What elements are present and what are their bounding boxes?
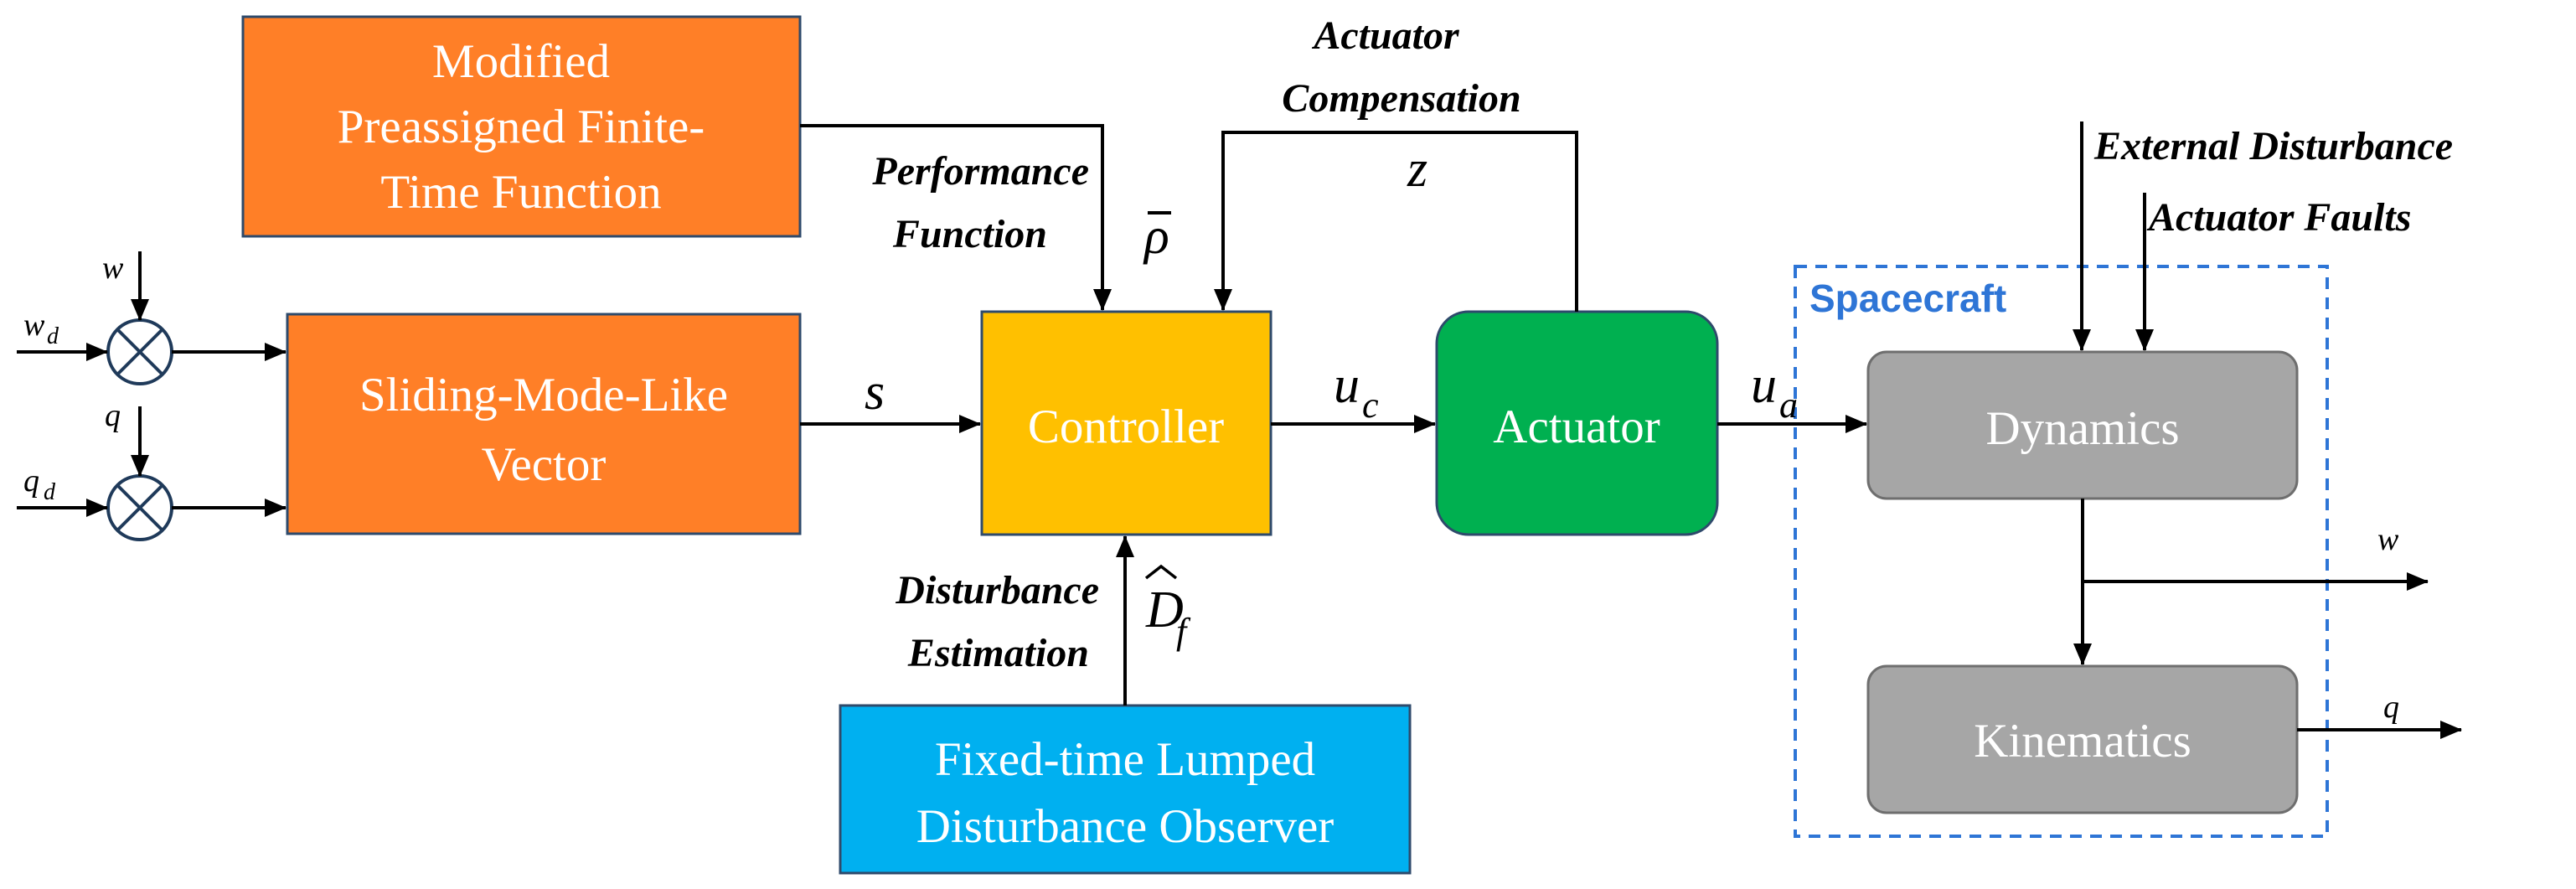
observer-line-2: Disturbance Observer <box>916 800 1334 853</box>
observer-block: Fixed-time Lumped Disturbance Observer <box>839 704 1412 875</box>
arrowhead-icon <box>800 124 1112 311</box>
s-symbol: s <box>865 364 885 421</box>
modified-pff-line-2: Preassigned Finite- <box>338 101 705 153</box>
svg-text:d: d <box>47 323 59 349</box>
z-symbol: z <box>1407 141 1427 198</box>
uc-symbol: u c <box>1334 357 1379 426</box>
disturbance-estimation-label-2: Estimation <box>907 631 1089 675</box>
spacecraft-label: Spacecraft <box>1809 277 2006 320</box>
svg-text:a: a <box>1779 385 1798 426</box>
svg-text:q: q <box>23 463 39 499</box>
modified-pff-line-1: Modified <box>432 35 610 88</box>
svg-text:u: u <box>1751 357 1777 414</box>
controller-label: Controller <box>1028 401 1224 453</box>
actuator-label: Actuator <box>1493 401 1660 453</box>
actuator-faults-label: Actuator Faults <box>2146 195 2411 240</box>
actuator-block: Actuator <box>1435 310 1719 536</box>
svg-text:c: c <box>1362 385 1379 426</box>
arrowhead-icon <box>1214 131 1578 312</box>
performance-function-label-1: Performance <box>871 149 1089 194</box>
dynamics-label: Dynamics <box>1985 402 2179 455</box>
circle-cross-icon <box>106 318 173 385</box>
kinematics-label: Kinematics <box>1974 715 2191 768</box>
controller-block: Controller <box>980 310 1273 536</box>
sliding-vector-line-1: Sliding-Mode-Like <box>359 369 728 421</box>
modified-pff-block: Modified Preassigned Finite- Time Functi… <box>241 15 802 238</box>
actuator-compensation-label-2: Compensation <box>1282 76 1520 121</box>
svg-text:d: d <box>44 479 56 505</box>
circle-cross-icon <box>106 474 173 541</box>
actuator-compensation-label-1: Actuator <box>1311 13 1460 58</box>
svg-text:D: D <box>1145 581 1184 638</box>
wd-symbol: w d <box>23 308 59 349</box>
w-output-symbol: w <box>2377 522 2399 557</box>
qd-symbol: q d <box>23 463 56 505</box>
d-hat-symbol: D f <box>1144 564 1191 652</box>
modified-pff-line-3: Time Function <box>380 166 661 219</box>
svg-text:f: f <box>1176 611 1191 652</box>
ua-symbol: u a <box>1751 357 1798 426</box>
external-disturbance-label: External Disturbance <box>2093 124 2453 168</box>
rho-symbol: ρ <box>1143 208 1171 265</box>
svg-text:w: w <box>23 308 45 343</box>
disturbance-estimation-label-1: Disturbance <box>895 568 1099 612</box>
observer-line-1: Fixed-time Lumped <box>935 733 1315 786</box>
svg-text:u: u <box>1334 357 1360 414</box>
sliding-vector-block: Sliding-Mode-Like Vector <box>286 313 802 535</box>
w-input-symbol: w <box>102 251 124 286</box>
spacecraft-boundary: Spacecraft <box>1794 265 2329 838</box>
q-output-symbol: q <box>2383 690 2399 725</box>
sliding-vector-line-2: Vector <box>482 438 607 491</box>
kinematics-block: Kinematics <box>1866 664 2299 814</box>
dynamics-block: Dynamics <box>1866 350 2299 500</box>
connections <box>17 121 2462 739</box>
q-input-symbol: q <box>105 398 121 433</box>
performance-function-label-2: Function <box>892 212 1047 256</box>
svg-text:ρ: ρ <box>1143 208 1169 265</box>
